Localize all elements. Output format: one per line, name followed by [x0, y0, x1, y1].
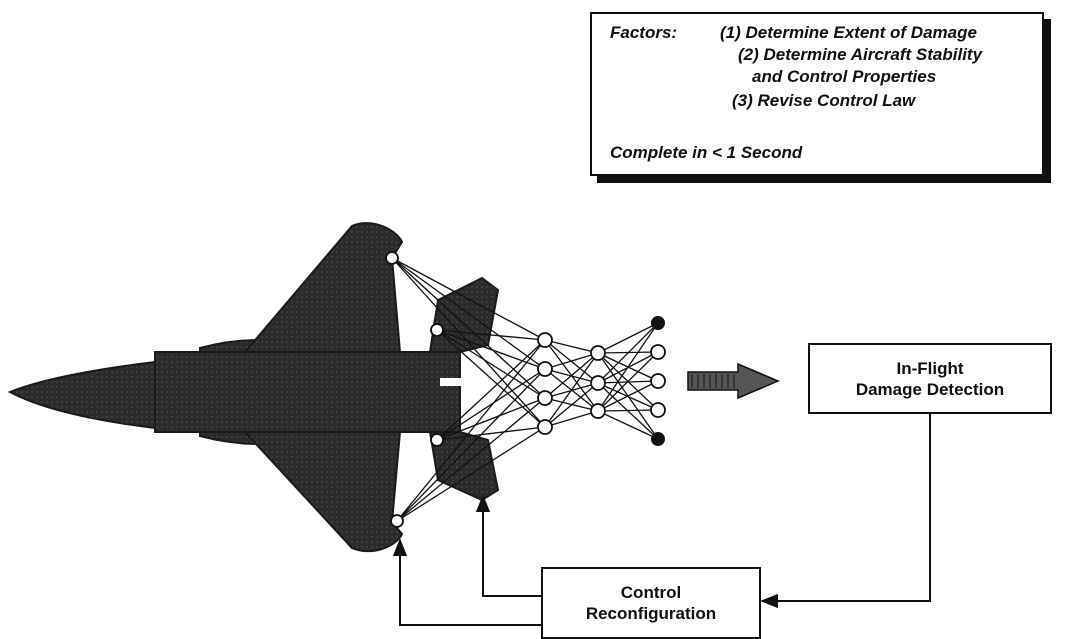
aircraft-icon	[7, 222, 500, 553]
arrow-icon	[687, 362, 780, 400]
factor-item-1: (1) Determine Extent of Damage	[720, 23, 977, 42]
factors-box: Factors: (1) Determine Extent of Damage …	[590, 12, 1044, 176]
factor-item-3: (3) Revise Control Law	[732, 91, 916, 110]
factors-label: Factors:	[610, 23, 678, 42]
factor-item-2-continued: and Control Properties	[752, 67, 937, 86]
feedback-lines	[392, 414, 931, 626]
control-reconfiguration-line1: Control	[620, 583, 682, 602]
damage-detection-block: In-Flight Damage Detection	[808, 343, 1052, 414]
damage-detection-line1: In-Flight	[896, 358, 964, 378]
damage-detection-line2: Damage Detection	[855, 379, 1005, 399]
factor-item-2: (2) Determine Aircraft Stability	[738, 45, 983, 64]
control-reconfiguration-block: Control Reconfiguration	[541, 567, 761, 639]
completion-note: Complete in < 1 Second	[610, 143, 803, 162]
neural-network-icon	[385, 251, 666, 528]
control-reconfiguration-line2: Reconfiguration	[585, 604, 717, 623]
